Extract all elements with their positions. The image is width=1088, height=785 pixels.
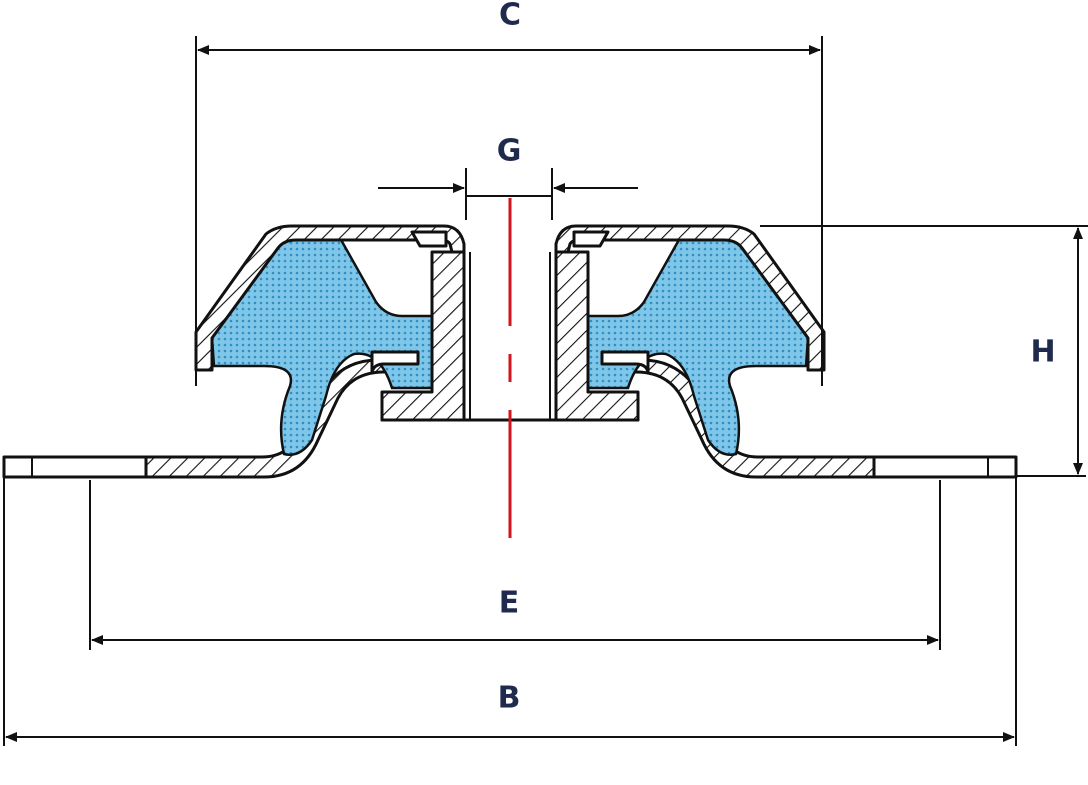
top-cap-lip-right bbox=[572, 230, 610, 248]
rubber-cushions bbox=[210, 236, 810, 456]
dimension-c bbox=[195, 36, 823, 386]
dimension-b-label: B bbox=[498, 681, 521, 716]
dimension-g bbox=[378, 168, 638, 220]
inner-core-bushing bbox=[370, 250, 650, 422]
dimension-h-label: H bbox=[1030, 335, 1055, 370]
dimension-e bbox=[89, 480, 941, 650]
base-flange-right bbox=[872, 455, 1018, 479]
dimension-b bbox=[3, 478, 1017, 746]
dimension-g-label: G bbox=[497, 134, 522, 169]
rubber-cushion-right bbox=[586, 236, 810, 456]
inner-hook-right bbox=[600, 350, 650, 374]
base-flange-left bbox=[2, 455, 148, 479]
top-cap-lip-left bbox=[410, 230, 448, 248]
dimension-h bbox=[760, 225, 1088, 477]
dimension-c-label: C bbox=[499, 0, 521, 33]
rubber-cushion-left bbox=[210, 236, 434, 456]
inner-hook-left bbox=[370, 350, 420, 374]
dimension-e-label: E bbox=[499, 586, 520, 621]
